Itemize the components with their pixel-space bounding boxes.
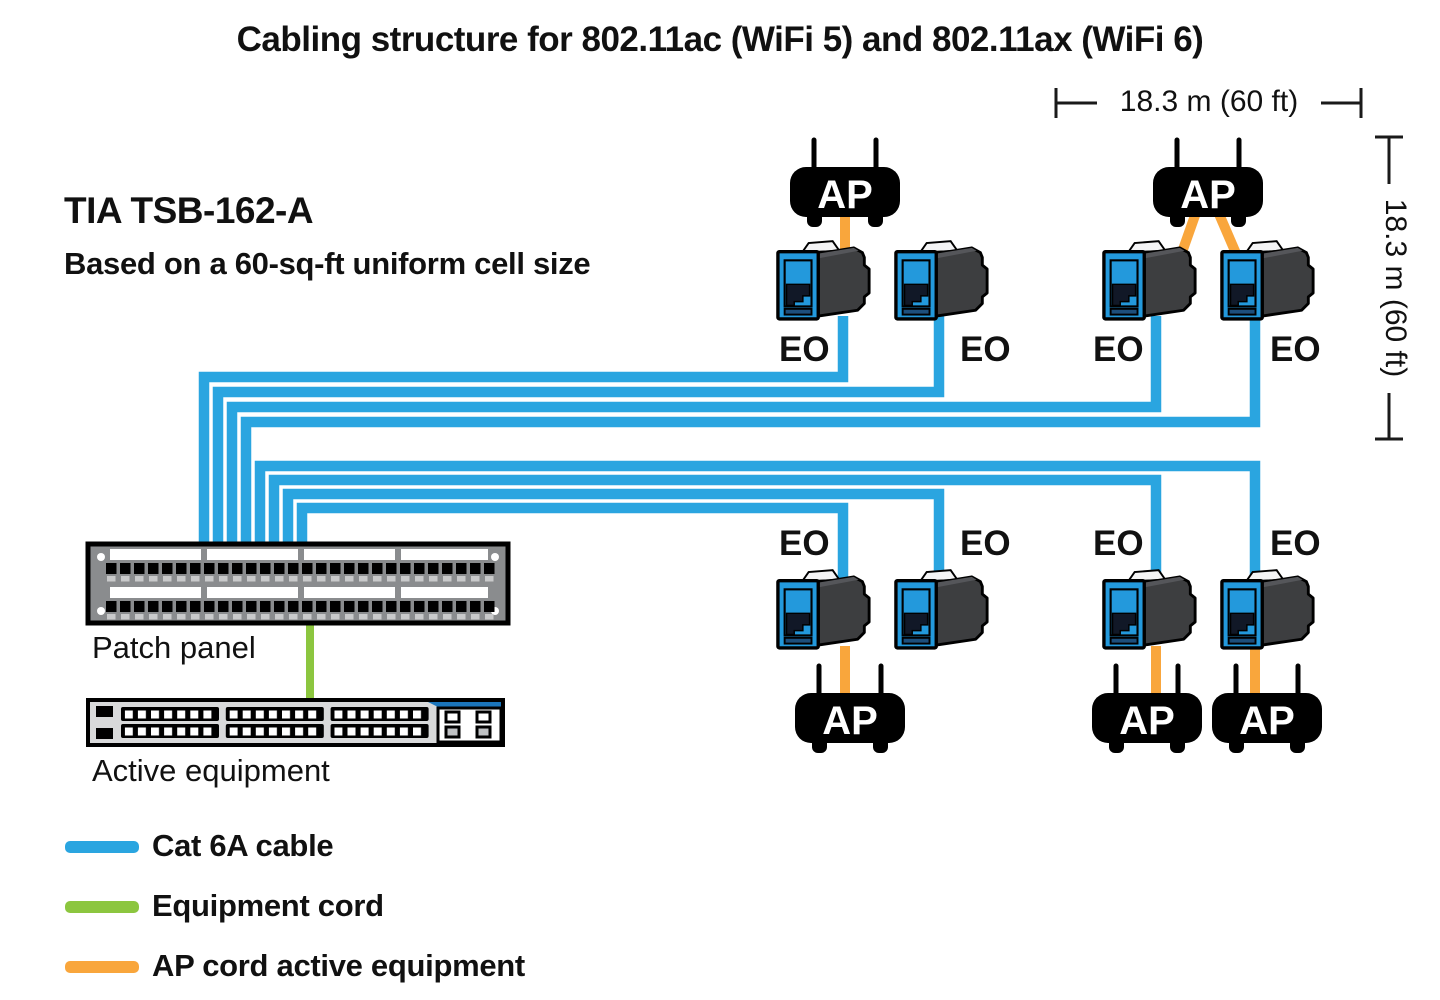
- eo-label-top-3: EO: [1093, 330, 1144, 369]
- eo-label-bottom-2: EO: [960, 524, 1011, 563]
- legend-label-ap-cord: AP cord active equipment: [152, 948, 525, 983]
- dimension-width-label: 18.3 m (60 ft): [1119, 85, 1299, 118]
- cat6a-cable-bottom-1: [296, 502, 849, 584]
- eo-label-top-1: EO: [779, 330, 830, 369]
- legend-swatch-equipment-cord: [65, 901, 139, 913]
- legend-swatch-cat6a: [65, 841, 139, 853]
- eo-jack-bottom-2: [894, 569, 989, 650]
- legend-swatch-ap-cord: [65, 961, 139, 973]
- cat6a-cable-bottom-2: [282, 488, 945, 584]
- active-equipment-label: Active equipment: [92, 753, 330, 788]
- eo-label-bottom-1: EO: [779, 524, 830, 563]
- spec-name: TIA TSB-162-A: [64, 190, 314, 231]
- eo-jack-top-1: [776, 240, 871, 321]
- cat6a-cable-top-1: [198, 316, 849, 548]
- cat6a-cable-top-3: [226, 316, 1162, 548]
- eo-jack-top-4: [1220, 240, 1315, 321]
- eo-jack-top-2: [894, 240, 989, 321]
- eo-jack-bottom-1: [776, 569, 871, 650]
- dimension-height-label: 18.3 m (60 ft): [1379, 198, 1412, 378]
- eo-jack-bottom-4: [1220, 569, 1315, 650]
- patch-panel-label: Patch panel: [92, 630, 256, 665]
- switch-uplink-ports: [436, 706, 503, 744]
- eo-jack-top-3: [1102, 240, 1197, 321]
- eo-label-bottom-4: EO: [1270, 524, 1321, 563]
- legend-label-equipment-cord: Equipment cord: [152, 888, 384, 923]
- cat6a-cable-bottom-4: [254, 460, 1261, 584]
- ap-device-bottom-right: [1212, 666, 1322, 753]
- eo-label-bottom-3: EO: [1093, 524, 1144, 563]
- active-equipment-switch: [86, 698, 505, 747]
- dimension-marks: [1054, 88, 1403, 441]
- cat6a-cable-top-2: [212, 316, 945, 548]
- cat6a-cable-bottom-3: [268, 474, 1162, 584]
- ap-device-top-left: [790, 140, 900, 227]
- ap-device-bottom-middle: [1092, 666, 1202, 753]
- patch-panel-ports-row1: [106, 563, 496, 582]
- patch-panel-ports-row2: [106, 601, 496, 620]
- legend-label-cat6a: Cat 6A cable: [152, 828, 334, 863]
- eo-label-top-4: EO: [1270, 330, 1321, 369]
- eo-label-top-2: EO: [960, 330, 1011, 369]
- cat6a-cable-top-4: [240, 316, 1261, 548]
- spec-description: Based on a 60-sq-ft uniform cell size: [64, 246, 591, 281]
- page-title: Cabling structure for 802.11ac (WiFi 5) …: [236, 20, 1204, 59]
- legend: Cat 6A cable Equipment cord AP cord acti…: [0, 820, 720, 1000]
- patch-panel: [85, 541, 511, 626]
- eo-jack-bottom-3: [1102, 569, 1197, 650]
- patch-panel-label-strips: [110, 549, 488, 598]
- switch-port-groups: [121, 707, 429, 738]
- ap-device-top-right: [1153, 140, 1263, 227]
